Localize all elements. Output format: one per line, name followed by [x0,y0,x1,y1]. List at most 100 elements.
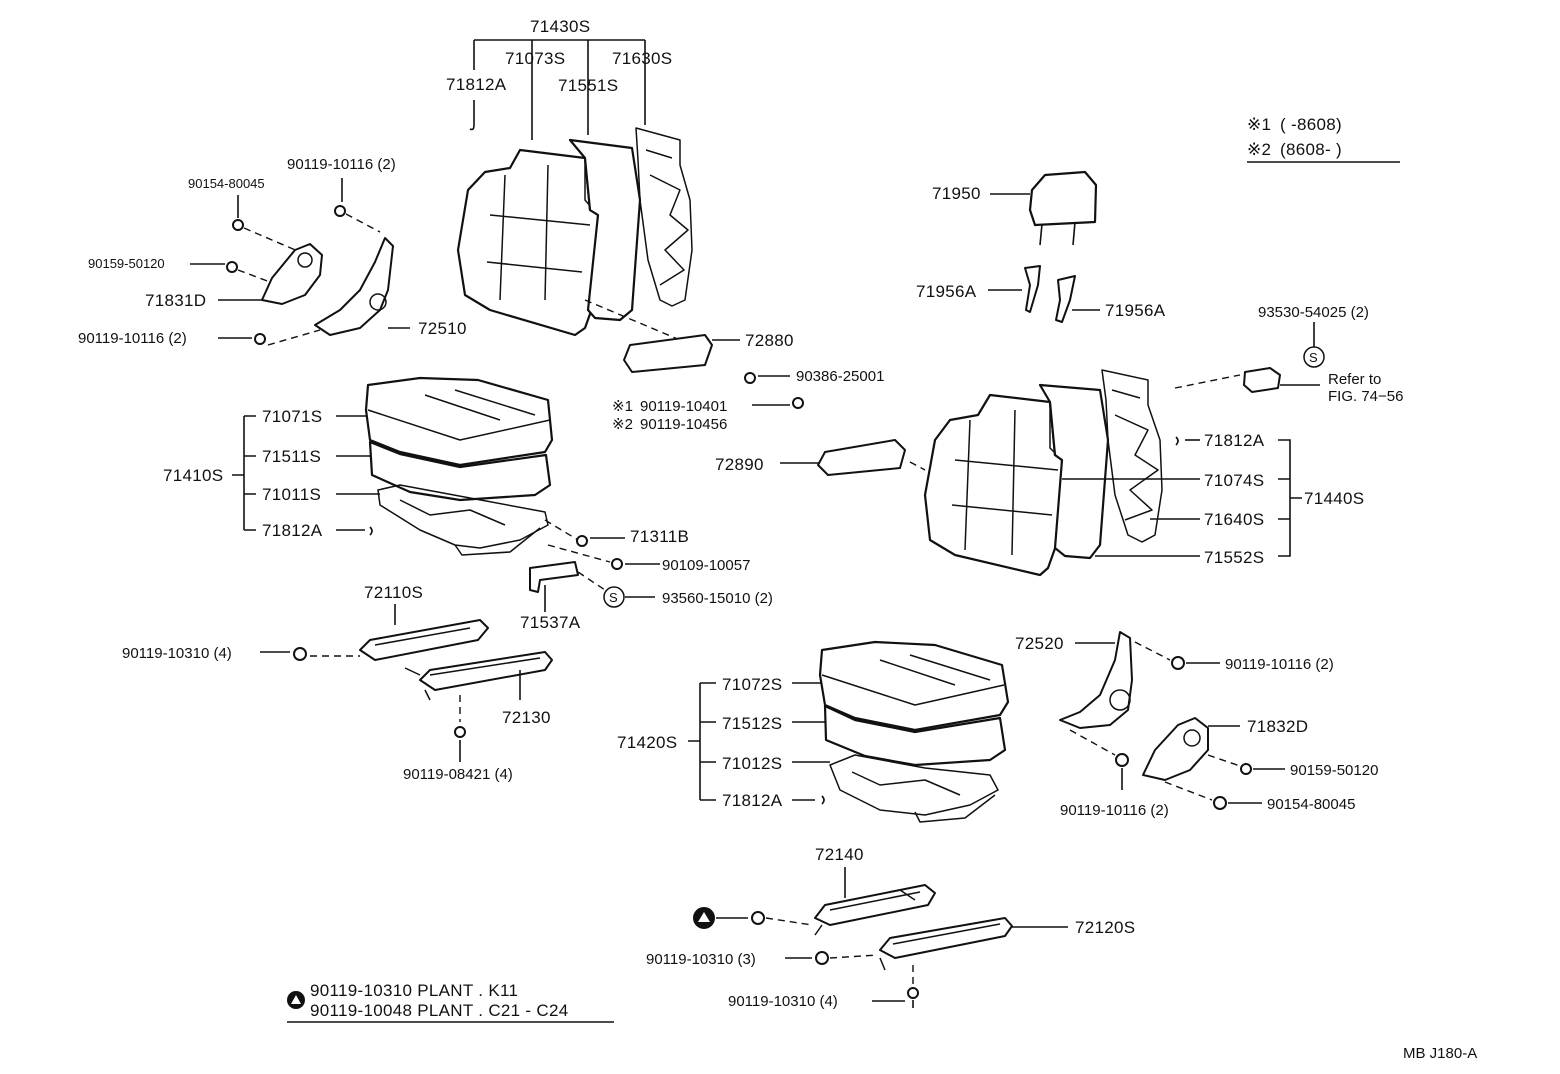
legend-line-1: 90119-10310 PLANT . K11 [310,981,518,1000]
bolt-icon [334,205,346,217]
label-93530-54025: 93530-54025 (2) [1258,304,1369,321]
bolt-icon [792,397,804,409]
label-71410S: 71410S [163,466,223,485]
seat-pad-71511S [368,440,552,502]
label-93560-15010: 93560-15010 (2) [662,590,773,607]
seat-frame-71011S [377,484,549,549]
right-seat-track-group: 72140 72120S 90119-10310 (3) 90119-10310… [646,845,1135,1010]
right-seat-cushion-group: 71072S 71512S 71420S 71012S 71812A [617,640,1010,823]
label-71071S: 71071S [262,407,322,426]
headrest-71950 [1028,170,1098,227]
top-seatback-group: 71430S 71073S 71630S 71812A 71551S [446,17,693,337]
label-71640S: 71640S [1204,510,1264,529]
label-72110S: 72110S [364,583,423,602]
label-71420S: 71420S [617,733,677,752]
recliner-72510 [314,237,394,336]
standard-part-symbol [603,586,625,608]
recliner-cover-71831D [261,243,323,305]
label-90119-10310-a: 90119-10310 (4) [122,645,232,662]
label-90119-10310-c: 90119-10310 (4) [728,993,838,1010]
label-90119-10456: 90119-10456 [640,416,727,433]
note-2: (8608- ) [1280,140,1342,159]
fig-reference: FIG. 74−56 [1328,388,1403,405]
headrest-support-right [1055,275,1076,323]
label-71537A: 71537A [520,613,581,632]
label-71552S: 71552S [1204,548,1264,567]
label-72520: 72520 [1015,634,1064,653]
headrest-group: 71950 71956A 71956A [916,170,1166,323]
label-90119-10401: 90119-10401 [640,398,727,415]
bolt-icon [1171,656,1185,670]
bracket-71537A [529,561,579,593]
bolt-icon [1115,753,1129,767]
label-71956A-right: 71956A [1105,301,1166,320]
headrest-support-left [1024,265,1041,313]
hog-ring-right [1175,436,1179,446]
label-72140: 72140 [815,845,864,864]
seatback-cushion-71074S [923,393,1064,577]
diagram-code: MB J180-A [1403,1045,1477,1062]
seat-frame-71012S [829,754,999,816]
hog-ring-bottom [821,795,825,805]
seatback-frame-71640S [1101,369,1163,543]
label-71074S: 71074S [1204,471,1264,490]
bolt-icon [232,219,244,231]
seat-track-72140 [814,884,936,926]
seat-pad-71512S [823,704,1007,767]
label-71812A-right: 71812A [1204,431,1265,450]
notes-block: ※1 ( -8608) ※2 (8608- ) [1247,115,1400,163]
s-symbol-b: S [1309,350,1318,365]
label-71311B: 71311B [630,527,689,546]
bolt-icon [815,951,829,965]
label-72510: 72510 [418,319,467,338]
label-90119-10310-b: 90119-10310 (3) [646,951,756,968]
label-90119-10116-c: 90119-10116 (2) [1225,656,1334,673]
screw-icon [226,261,238,273]
label-71012S: 71012S [722,754,782,773]
label-90119-10116-a: 90119-10116 (2) [287,156,396,173]
note-mark-2: ※2 [1247,140,1271,159]
s-symbol-a: S [609,590,618,605]
bolt-icon [751,911,765,925]
label-90154-80045-a: 90154-80045 [188,176,265,191]
label-71831D: 71831D [145,291,206,310]
label-90159-50120-b: 90159-50120 [1290,762,1378,779]
nut-icon [576,535,588,547]
label-90109-10057: 90109-10057 [662,557,750,574]
right-recliner-group: 72520 90119-10116 (2) 71832D 90119-10116… [1015,631,1378,819]
label-72880: 72880 [745,331,794,350]
hog-ring-left [369,526,373,536]
clip-93530-54025 [1243,367,1281,393]
label-90119-08421: 90119-08421 (4) [403,766,513,783]
hog-ring-top [469,100,475,131]
recliner-72520 [1059,631,1133,729]
label-72120S: 72120S [1075,918,1135,937]
label-71011S: 71011S [262,485,321,504]
label-71073S: 71073S [505,49,565,68]
bolt-icon [907,987,919,999]
bolt-icon [293,647,307,661]
seat-cushion-71072S [818,640,1010,732]
label-71950: 71950 [932,184,981,203]
standard-part-symbol [1303,346,1325,368]
armrest-72890 [817,439,906,476]
label-71511S: 71511S [262,447,321,466]
seatback-pad-71551S [568,138,642,322]
armrest-72880 [623,334,713,373]
refer-to-text: Refer to [1328,371,1381,388]
note-1: ( -8608) [1280,115,1342,134]
label-71812A-left: 71812A [262,521,323,540]
label-90119-10116-d: 90119-10116 (2) [1060,802,1169,819]
label-90154-80045-b: 90154-80045 [1267,796,1355,813]
left-seat-track-group: 72110S 90119-10310 (4) 72130 90119-08421… [122,583,553,783]
seat-track-72130 [419,651,553,691]
armrest-left-group: 72880 90386-25001 ※1 90119-10401 ※2 9011… [584,299,884,433]
label-71630S: 71630S [612,49,672,68]
label-71072S: 71072S [722,675,782,694]
right-seatback-group: 93530-54025 (2) S Refer to FIG. 74−56 72… [715,304,1403,577]
bolt-icon [454,726,466,738]
seat-track-72120S [879,917,1013,959]
label-71440S: 71440S [1304,489,1364,508]
left-recliner-group: 90119-10116 (2) 90154-80045 90159-50120 … [78,156,467,347]
